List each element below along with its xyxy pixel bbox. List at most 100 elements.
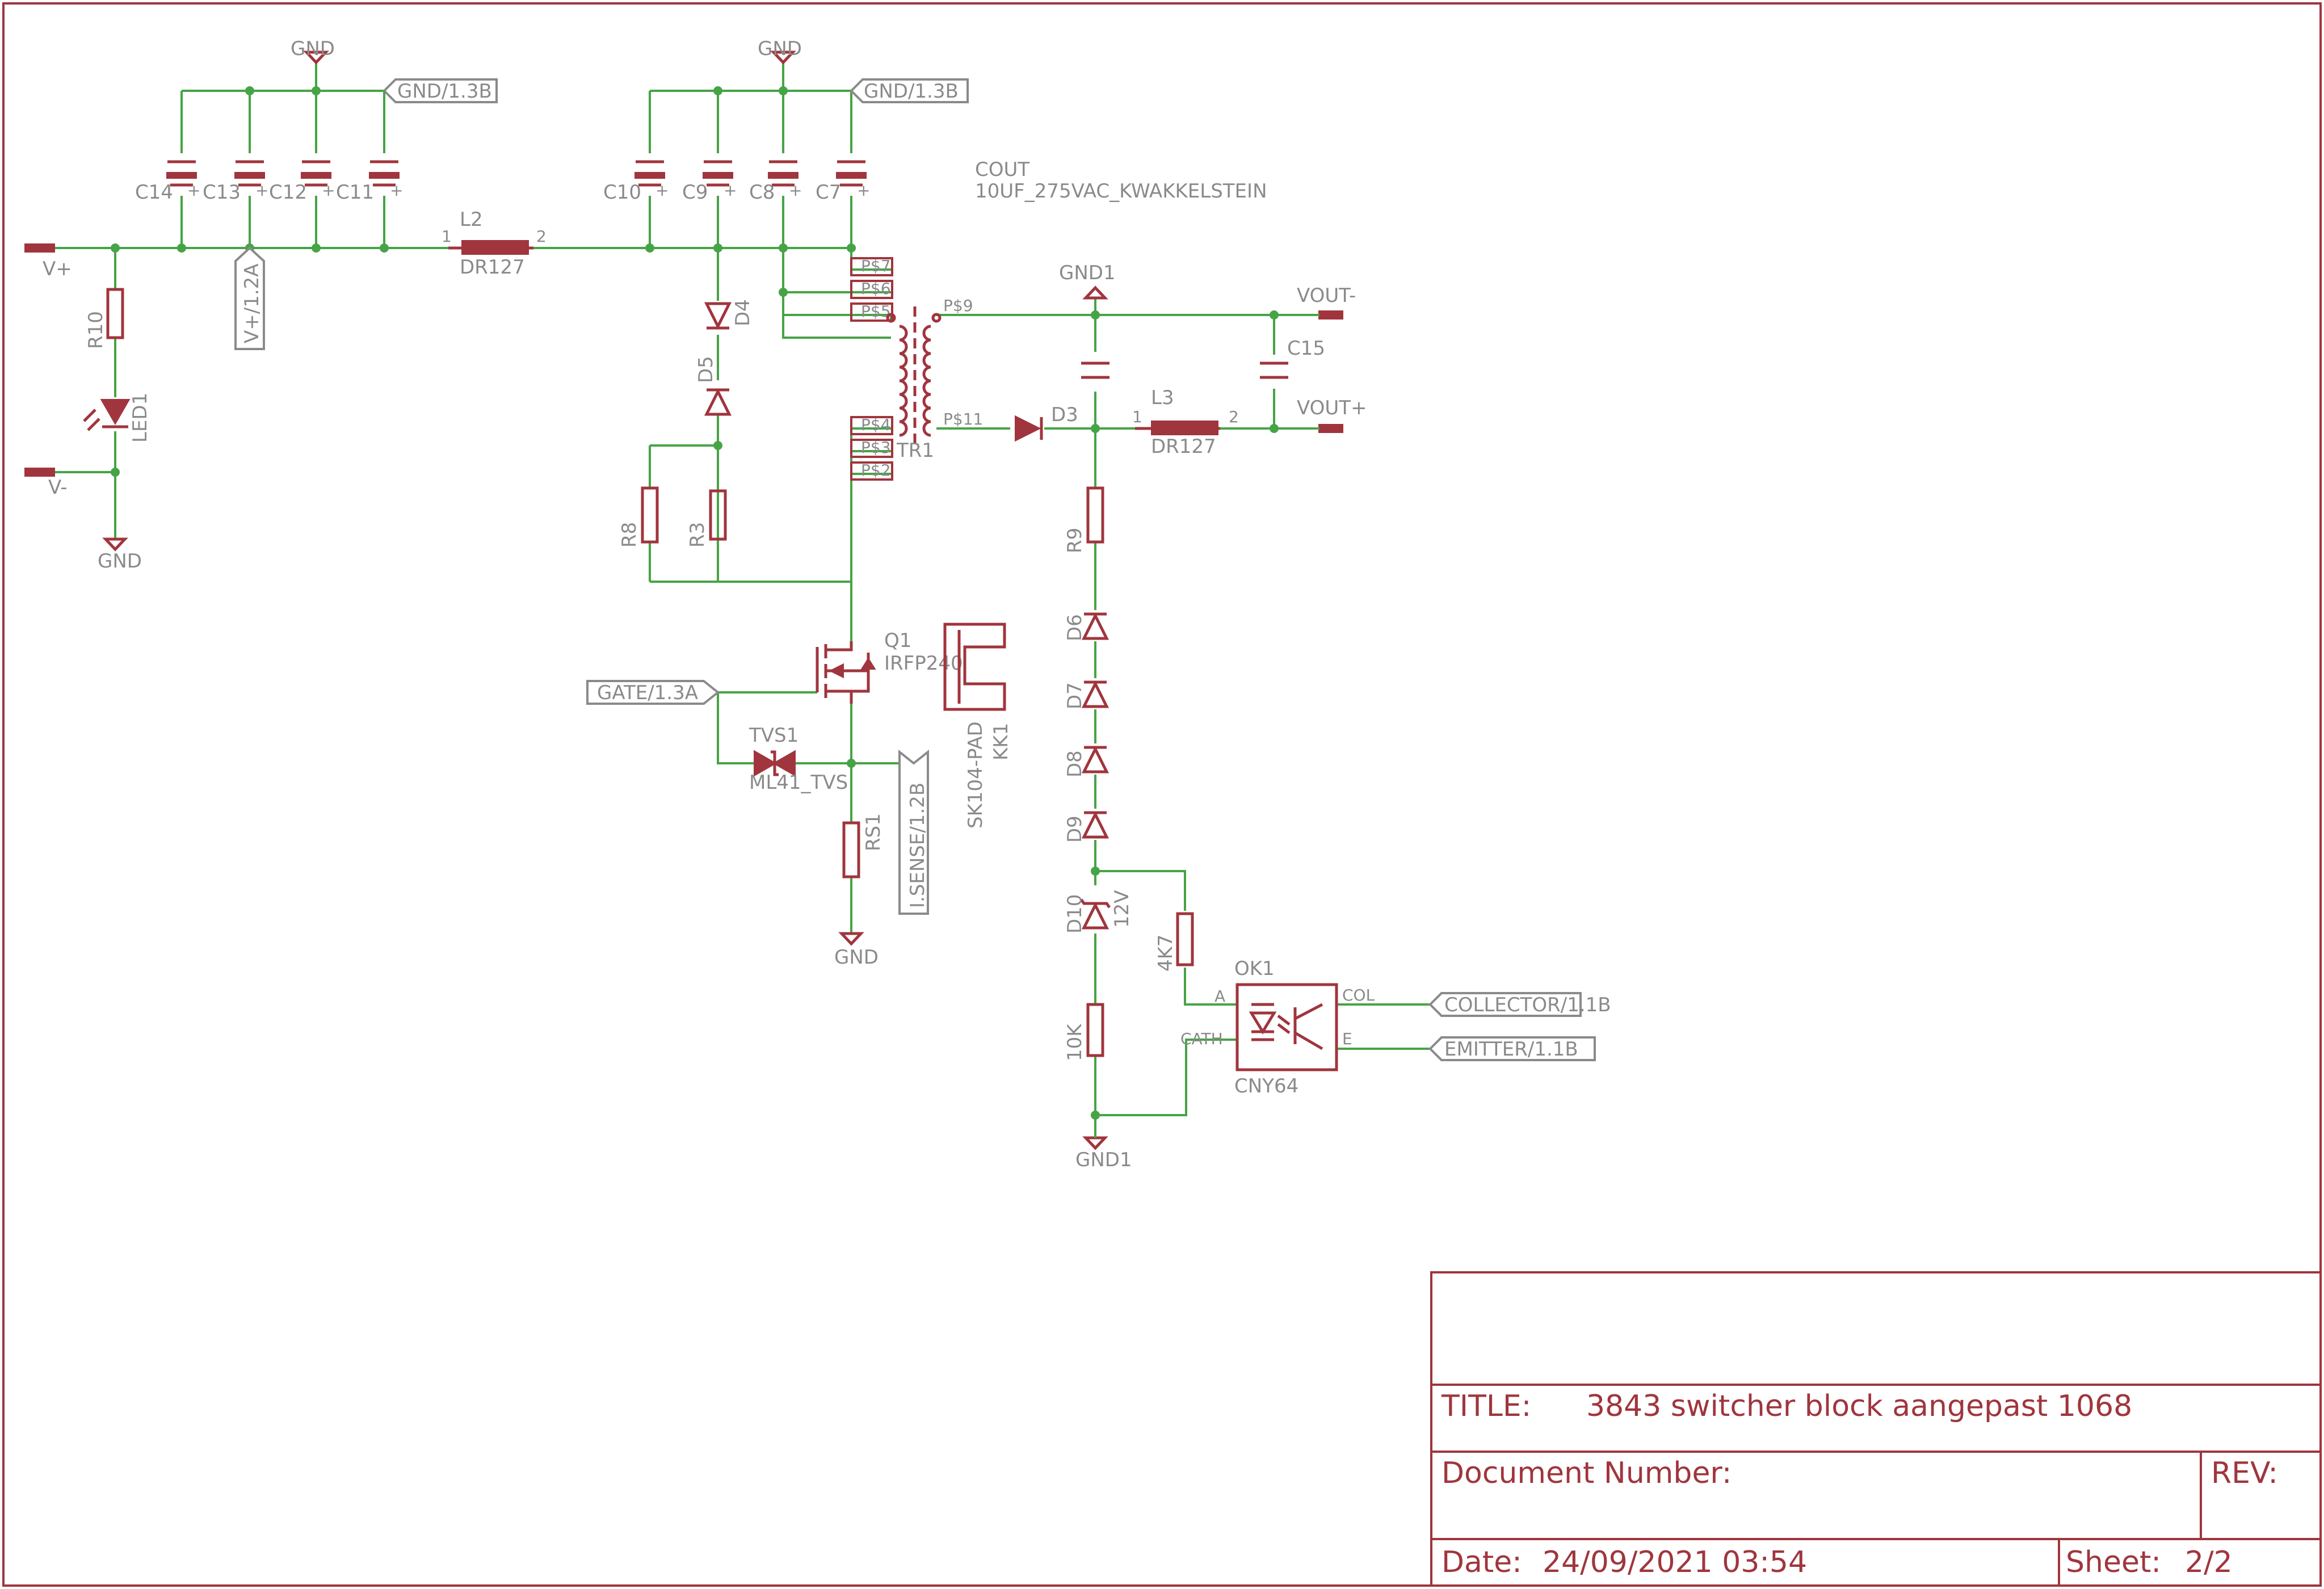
d6-label: D6 [1064,614,1086,641]
gnd-text-2: GND [758,37,802,60]
capacitor-c7: + C7 [816,160,870,204]
tr1-pin9: P$9 [943,296,973,315]
label-gnd-1-3b-right-text: GND/1.3B [864,80,959,103]
wires [54,62,1430,1116]
gnd-text-1: GND [291,37,335,60]
v-plus-text: V+ [43,258,72,280]
label-gate-1-3a: GATE/1.3A [586,680,720,705]
l3-label: L3 [1151,386,1174,409]
l2-value: DR127 [460,256,525,279]
gnd-text-4: GND [834,946,879,969]
v-minus-text: V- [48,476,68,499]
label-collector-1-1b: COLLECTOR/1.1B [1428,992,1611,1017]
label-gnd-1-3b-left: GND/1.3B [383,78,498,153]
c10-label: C10 [603,181,641,204]
resistor-4k7: 4K7 [1154,912,1194,972]
diode-d3: D3 [1015,403,1078,442]
ok1-pin-e: E [1342,1029,1352,1048]
rev-label: REV: [2211,1456,2278,1490]
port-vout-plus: VOUT+ [1274,397,1367,433]
c15-label: C15 [1287,337,1325,360]
port-v-minus: V- [24,468,68,499]
label-gnd-1-3b-right: GND/1.3B [850,78,969,103]
c14-label: C14 [135,181,173,204]
l3-value: DR127 [1151,435,1216,458]
port-vout-minus: VOUT- [1274,284,1356,320]
tvs1-label: TVS1 [749,724,799,747]
led-led1: LED1 [83,393,152,443]
diode-d4: D4 [704,299,754,330]
c9-plus: + [724,181,737,200]
sheet-value: 2/2 [2185,1545,2233,1579]
mosfet-q1: Q1 IRFP240 [816,629,963,704]
l3-pin1: 1 [1132,407,1142,426]
capacitor-c13: + C13 [203,160,268,204]
capacitor-c8: + C8 [749,160,802,204]
r10k-label: 10K [1064,1023,1086,1061]
tr1-pin3: P$3 [861,438,891,457]
tr1-pin7: P$7 [861,257,891,275]
rs1-label: RS1 [862,813,885,851]
tr1-pin6: P$6 [861,279,891,298]
transformer-tr1: P$7 P$6 P$5 P$4 P$3 P$2 P$9 P$11 TR1 [850,257,983,481]
d7-label: D7 [1064,682,1086,709]
ok1-pin-cath: CATH [1180,1029,1223,1048]
r4k7-label: 4K7 [1154,934,1177,972]
label-gate-1-3a-text: GATE/1.3A [597,682,698,704]
resistor-10k: 10K [1064,1003,1104,1061]
gnd-symbol-top-right: GND [758,37,802,65]
l3-pin2: 2 [1229,407,1239,426]
gnd1-text-2: GND1 [1075,1149,1132,1171]
c8-label: C8 [749,181,775,204]
d10-label: D10 [1064,894,1086,934]
d4-label: D4 [732,299,754,326]
q1-label: Q1 [884,629,911,652]
c8-plus: + [789,181,802,200]
gnd1-symbol-bottom: GND1 [1075,1115,1132,1171]
resistor-r9: R9 [1064,486,1104,553]
capacitor-c15: C15 [1081,337,1325,379]
label-emitter-1-1b: EMITTER/1.1B [1428,1036,1596,1061]
c7-plus: + [857,181,870,200]
c13-label: C13 [203,181,241,204]
d8-label: D8 [1064,750,1086,777]
c13-plus: + [255,181,268,200]
ok1-value: CNY64 [1234,1075,1298,1098]
tr1-label: TR1 [896,439,934,462]
ok1-pin-a: A [1214,987,1225,1006]
diode-d9: D9 [1064,811,1110,843]
tvs1-value: ML41_TVS [749,771,848,794]
label-collector-1-1b-text: COLLECTOR/1.1B [1444,994,1611,1016]
d3-label: D3 [1051,403,1078,426]
gnd1-text-1: GND1 [1059,262,1116,284]
led1-label: LED1 [129,393,152,443]
title-block: TITLE: 3843 switcher block aangepast 106… [1430,1271,2322,1587]
diode-d5: D5 [695,356,732,416]
capacitor-c10: + C10 [603,160,669,204]
c10-plus: + [655,181,669,200]
d10-value: 12V [1111,890,1133,928]
c11-label: C11 [336,181,374,204]
l2-label: L2 [460,208,483,231]
tr1-pin11: P$11 [943,410,983,428]
cout-name: COUT [975,158,1029,181]
r3-label: R3 [686,522,709,548]
c7-label: C7 [816,181,841,204]
diode-d7: D7 [1064,680,1110,709]
c9-label: C9 [682,181,708,204]
gnd-symbol-led: GND [98,537,142,573]
inductor-l3: 1 2 L3 DR127 [1132,386,1239,458]
heatsink-kk1: SK104-PAD KK1 [943,623,1012,829]
capacitor-c11: + C11 [336,160,403,204]
label-v-plus-1-2a: V+/1.2A [234,246,265,350]
resistor-rs1: RS1 [842,813,885,878]
d5-label: D5 [695,356,717,383]
date-label: Date: [1442,1545,1522,1579]
title-label: TITLE: [1441,1389,1531,1423]
kk1-value: SK104-PAD [964,721,987,829]
title-value: 3843 switcher block aangepast 1068 [1586,1389,2132,1423]
l2-pin1: 1 [442,227,452,246]
gnd1-symbol-top: GND1 [1059,262,1116,300]
label-emitter-1-1b-text: EMITTER/1.1B [1444,1038,1578,1061]
